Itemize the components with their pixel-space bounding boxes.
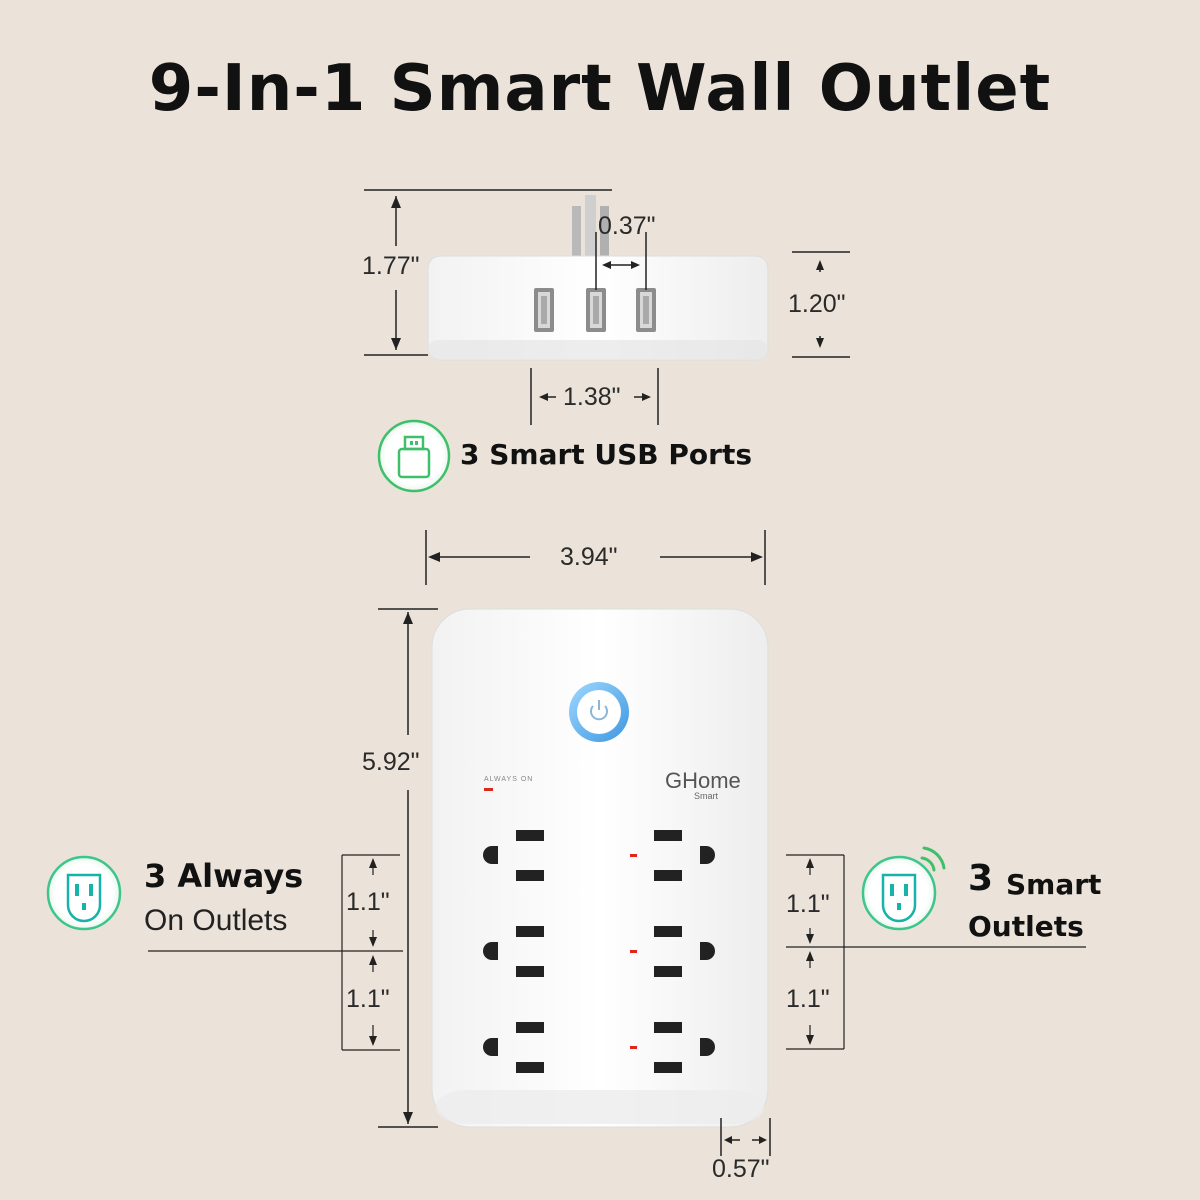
smart-outlet (630, 926, 715, 977)
usb-feature-label: 3 Smart USB Ports (460, 438, 753, 471)
smart-outlet-led (630, 1046, 637, 1049)
front-height-dimension (378, 608, 438, 1128)
usb-port (586, 288, 606, 332)
wifi-signal-icon (920, 856, 936, 872)
dim-usb-span: 1.38" (563, 383, 621, 411)
left-feature-count: 3 Always (144, 857, 304, 895)
dim-usb-gap: 0.37" (598, 212, 656, 240)
dim-front-height: 5.92" (362, 748, 420, 776)
smart-outlet-led (630, 950, 637, 953)
dim-right-spacing-1: 1.1" (786, 890, 830, 918)
arrowheads (391, 196, 824, 401)
smart-outlet (630, 830, 715, 881)
brand-logo: GHome (665, 768, 741, 793)
dim-front-width: 3.94" (560, 543, 618, 571)
smart-outlet (630, 1022, 715, 1073)
plug-prong (585, 195, 596, 257)
always-on-led (484, 788, 493, 791)
right-feature-count: 3 (968, 858, 994, 899)
usb-port (636, 288, 656, 332)
brand-sub: Smart (694, 791, 719, 801)
smart-outlet-led (630, 854, 637, 857)
front-width-dimension (425, 530, 766, 585)
dim-top-height: 1.77" (362, 252, 420, 280)
plug-prong (600, 206, 609, 256)
always-on-outlet (483, 830, 544, 881)
usb-port (534, 288, 554, 332)
page-title: 9-In-1 Smart Wall Outlet (148, 52, 1052, 126)
dim-right-spacing-2: 1.1" (786, 985, 830, 1013)
right-spacing-dimensions (786, 854, 1086, 1050)
top-view (427, 195, 769, 361)
right-feature-label-2: Outlets (968, 910, 1084, 943)
dim-depth: 1.20" (788, 290, 846, 318)
always-on-marker: ALWAYS ON (484, 776, 534, 783)
usb-plug-icon (377, 419, 451, 493)
outlet-group (483, 830, 715, 1073)
right-feature-label-1: Smart (1006, 868, 1102, 901)
dim-plug-offset: 0.57" (712, 1155, 770, 1183)
power-button[interactable] (569, 682, 629, 742)
dim-left-spacing-1: 1.1" (346, 888, 390, 916)
dim-left-spacing-2: 1.1" (346, 985, 390, 1013)
front-view-body (431, 608, 769, 1128)
always-on-outlet (483, 1022, 544, 1073)
outlet-icon (46, 855, 122, 931)
always-on-outlet (483, 926, 544, 977)
plug-prong (572, 206, 581, 256)
smart-outlet-wifi-icon (861, 846, 946, 931)
left-feature-label: On Outlets (144, 904, 288, 937)
